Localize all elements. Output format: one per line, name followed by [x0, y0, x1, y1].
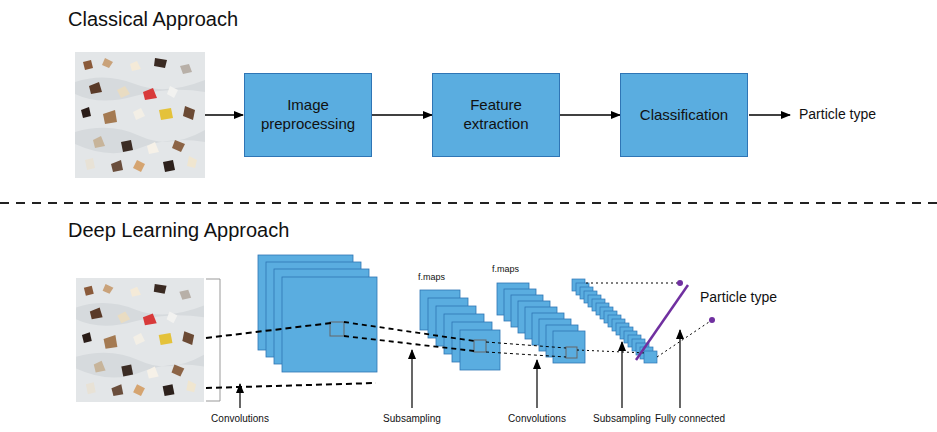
bracket: [206, 279, 220, 401]
text-label: Fully connected: [655, 413, 725, 425]
box-label: Feature extraction: [441, 96, 551, 134]
box-label: Image preprocessing: [253, 96, 363, 134]
separator: [0, 202, 937, 204]
conv-stack: [258, 255, 377, 372]
output-arrow: [749, 114, 790, 116]
text-label: Subsampling: [593, 413, 651, 425]
text-label: Convolutions: [211, 413, 269, 425]
text-label: f.maps: [418, 272, 445, 282]
subsample-stack: [572, 279, 657, 363]
process-box: Feature extraction: [432, 73, 560, 157]
flow-arrow: [560, 114, 620, 116]
process-box: Classification: [620, 73, 748, 157]
text-label: Subsampling: [383, 413, 441, 425]
particle-image: [75, 52, 205, 178]
conv-stack: [497, 283, 585, 363]
particle-image: [76, 278, 204, 402]
text-label: f.maps: [492, 264, 519, 274]
process-box: Image preprocessing: [244, 73, 372, 157]
flow-arrow: [372, 114, 432, 116]
text-label: Convolutions: [508, 413, 566, 425]
box-label: Classification: [640, 106, 728, 125]
text-label: Particle type: [799, 106, 876, 122]
text-label: Classical Approach: [68, 8, 238, 31]
subsample-stack: [420, 290, 500, 370]
pointer-arrows: [240, 330, 680, 408]
input-arrow: [205, 114, 243, 116]
text-label: Deep Learning Approach: [68, 219, 289, 242]
text-label: Particle type: [700, 289, 777, 305]
